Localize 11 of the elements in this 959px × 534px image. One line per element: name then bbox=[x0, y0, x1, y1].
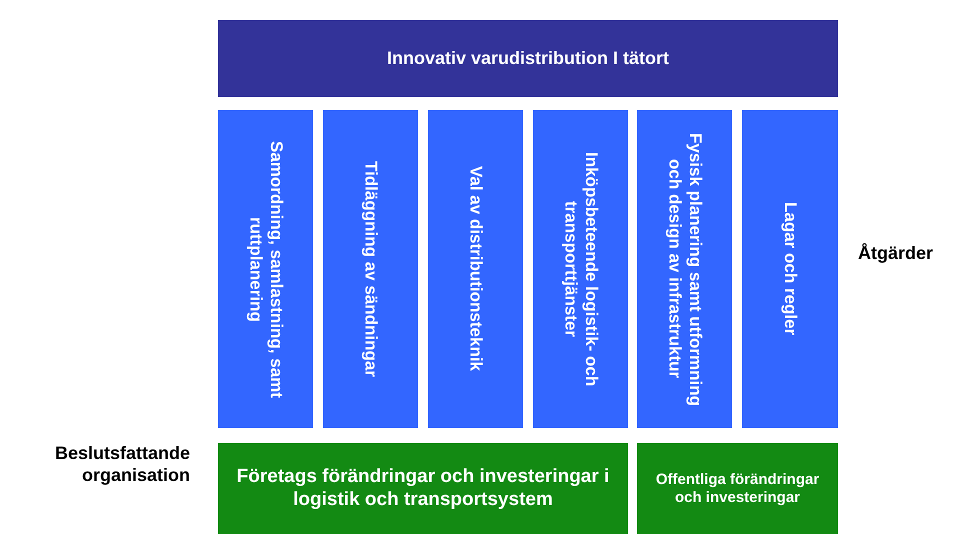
measure-column: Inköpsbeteende logistik- och transporttjänster bbox=[533, 110, 628, 428]
row-label: Beslutsfattande organisation bbox=[54, 443, 190, 486]
measure-column: Fysisk planering samt utformning och design av infrastruktur bbox=[637, 110, 732, 428]
measure-column: Tidläggning av sändningar bbox=[323, 110, 418, 428]
row-label: Åtgärder bbox=[858, 243, 934, 265]
organisation-box: Offentliga förändringar och investeringar bbox=[637, 443, 838, 534]
title-banner: Innovativ varudistribution I tätort bbox=[218, 20, 838, 97]
measure-column: Samordning, samlastning, samt ruttplanering bbox=[218, 110, 313, 428]
organisation-box: Företags förändringar och investeringar i logistik och transportsystem bbox=[218, 443, 628, 534]
measure-column: Lagar och regler bbox=[742, 110, 838, 428]
measure-column: Val av distributionsteknik bbox=[428, 110, 523, 428]
